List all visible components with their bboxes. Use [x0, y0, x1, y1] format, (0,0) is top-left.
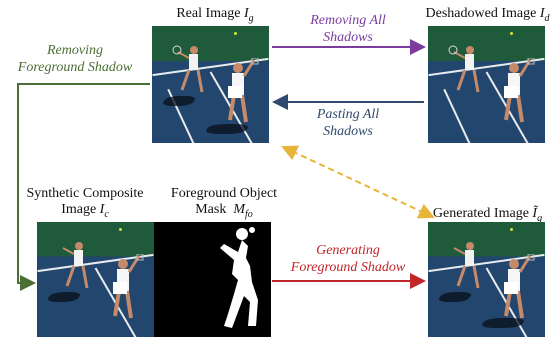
- removing-fg-arrow: [17, 83, 150, 291]
- tennis-court: [428, 222, 545, 337]
- tennis-court: [37, 222, 154, 337]
- generated-image: [428, 222, 545, 337]
- deshadowed-image: [428, 26, 545, 143]
- generating-fg-caption: Generating Foreground Shadow: [290, 243, 406, 275]
- player-figure: [504, 58, 535, 123]
- real-image: [152, 26, 269, 143]
- tennis-court: [428, 26, 545, 143]
- generated-image-label: Generated Image Ĩg: [432, 206, 543, 224]
- player-figure: [113, 254, 144, 319]
- removing-fg-caption: Removing Foreground Shadow: [17, 43, 133, 75]
- real-image-label: Real Image Ig: [176, 6, 254, 24]
- foreground-mask: [154, 222, 271, 337]
- composite-label: Synthetic Composite Image Ic: [26, 186, 144, 220]
- comparison-dashed-arrow: [281, 145, 435, 219]
- mask-silhouette: [220, 227, 258, 328]
- removing-all-caption: Removing All Shadows: [310, 13, 386, 45]
- pasting-all-caption: Pasting All Shadows: [316, 107, 380, 139]
- composite-image: [37, 222, 154, 337]
- player-figure: [504, 254, 535, 319]
- player-figure: [448, 45, 480, 93]
- player-figure: [172, 45, 204, 93]
- tennis-court: [152, 26, 269, 143]
- deshadowed-image-label: Deshadowed Image Id: [425, 6, 550, 24]
- player-figure: [62, 242, 89, 289]
- player-figure: [228, 58, 259, 123]
- mask-label: Foreground Object Mask Mfo: [170, 186, 278, 220]
- player-figure: [453, 242, 480, 289]
